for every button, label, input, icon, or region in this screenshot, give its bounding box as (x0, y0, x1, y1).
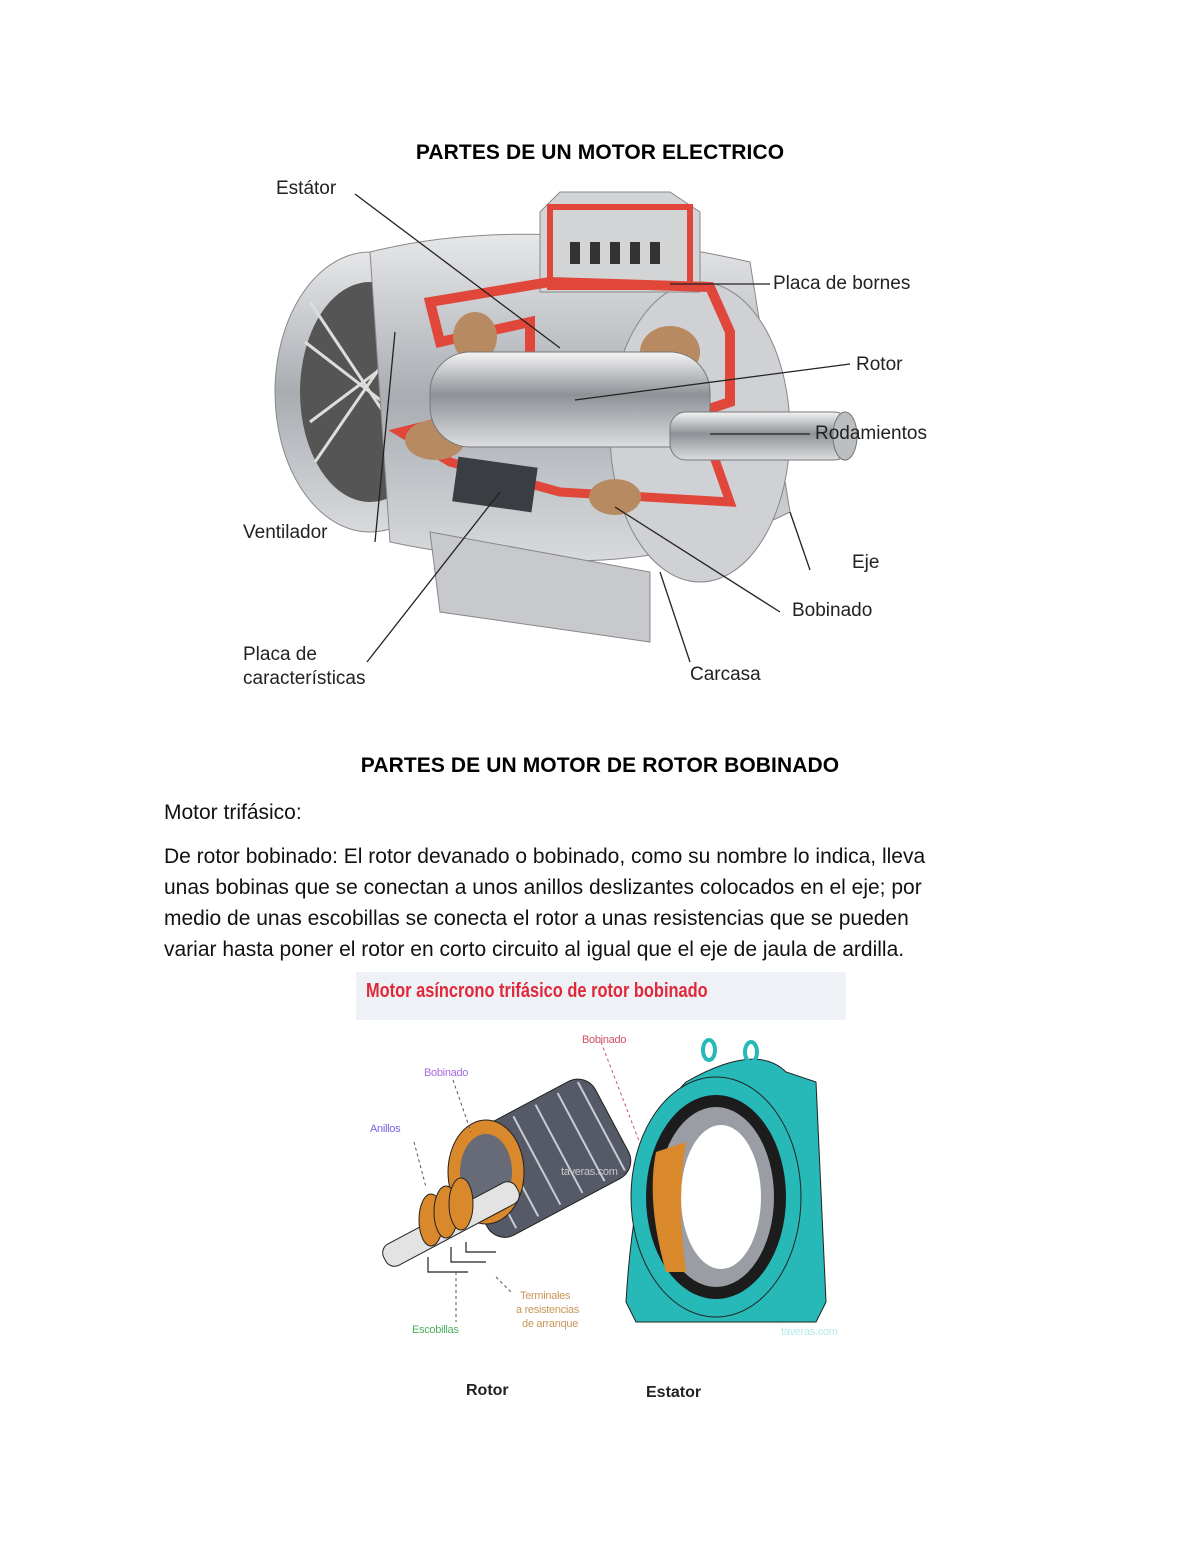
heading-rotor-bobinado: PARTES DE UN MOTOR DE ROTOR BOBINADO (360, 754, 840, 777)
rotor-stator-illustration (382, 1038, 827, 1323)
label-terminales-2: a resistencias (516, 1304, 580, 1316)
rotor-bobinado-figure: Motor asíncrono trifásico de rotor bobin… (356, 972, 846, 1408)
label-rotor: Rotor (466, 1382, 509, 1399)
motor-cutaway-figure: Estátor Placa de bornes Rotor Rodamiento… (230, 172, 970, 702)
label-estator: Estator (646, 1384, 702, 1401)
label-ventilador: Ventilador (243, 522, 328, 543)
label-rotor: Rotor (856, 354, 903, 375)
label-estator: Estátor (276, 178, 337, 199)
subheading-motor-trifasico: Motor trifásico: (164, 801, 302, 824)
label-anillos: Anillos (370, 1123, 401, 1135)
figure-title-bar: Motor asíncrono trifásico de rotor bobin… (356, 972, 846, 1020)
heading-motor-electrico: PARTES DE UN MOTOR ELECTRICO (415, 141, 785, 164)
label-bobinado-rotor: Bobinado (424, 1067, 469, 1079)
figure-title: Motor asíncrono trifásico de rotor bobin… (366, 980, 708, 1002)
label-placa-bornes: Placa de bornes (773, 273, 911, 294)
label-escobillas: Escobillas (412, 1324, 459, 1336)
paragraph-line: unas bobinas que se conectan a unos anil… (164, 876, 922, 899)
label-carcasa: Carcasa (690, 664, 761, 685)
watermark-estator: taveras.com (781, 1326, 838, 1338)
paragraph-line: variar hasta poner el rotor en corto cir… (164, 938, 905, 961)
paragraph-line: De rotor bobinado: El rotor devanado o b… (164, 845, 926, 868)
body-paragraph: De rotor bobinado: El rotor devanado o b… (164, 841, 1044, 965)
label-eje: Eje (852, 552, 880, 573)
watermark-rotor: taveras.com (561, 1166, 618, 1178)
motor-illustration (274, 191, 858, 663)
label-terminales-3: de arranque (522, 1318, 579, 1330)
label-placa-caracteristicas-2: características (243, 668, 366, 689)
label-placa-caracteristicas-1: Placa de (243, 644, 317, 665)
label-rodamientos: Rodamientos (815, 423, 927, 444)
label-bobinado-estator: Bobinado (582, 1034, 627, 1046)
label-bobinado: Bobinado (792, 600, 873, 621)
label-terminales-1: Terminales (520, 1290, 571, 1302)
paragraph-line: medio de unas escobillas se conecta el r… (164, 907, 909, 930)
